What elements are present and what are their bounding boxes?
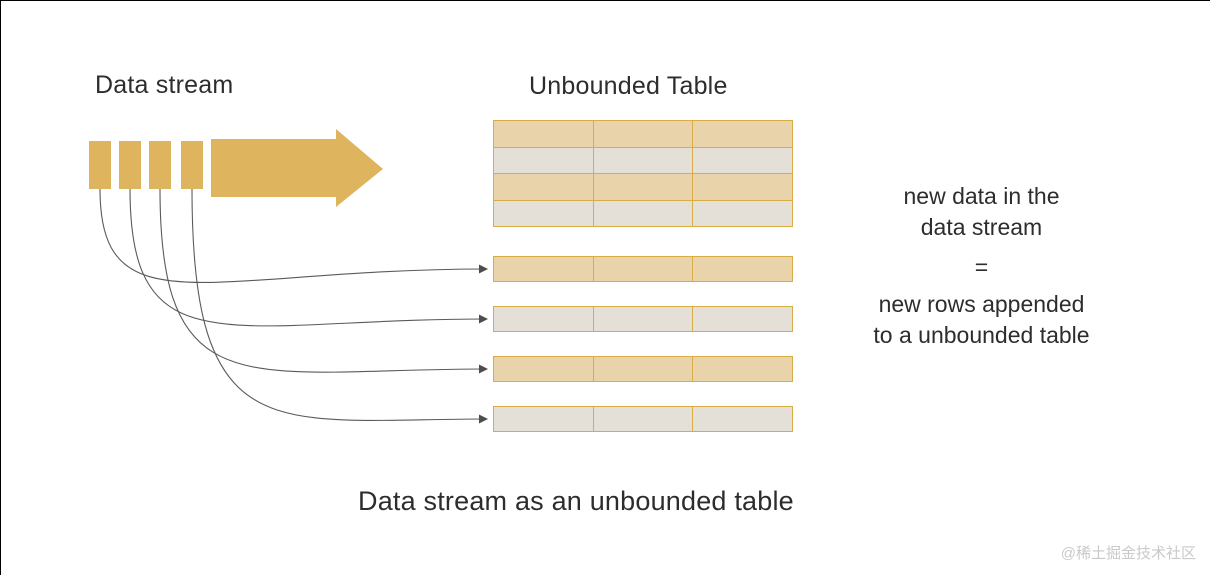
table-cell bbox=[493, 173, 594, 201]
stream-bar-3 bbox=[149, 141, 171, 189]
appended-row-1 bbox=[493, 256, 793, 282]
diagram-caption: Data stream as an unbounded table bbox=[358, 486, 794, 516]
table-cell bbox=[493, 199, 594, 227]
table-cell bbox=[693, 307, 792, 331]
connector-2 bbox=[129, 188, 488, 327]
table-cell bbox=[592, 146, 694, 174]
data-stream-label: Data stream bbox=[95, 71, 234, 99]
table-cell bbox=[494, 307, 594, 331]
equals-sign: = bbox=[974, 254, 989, 280]
appended-row-2 bbox=[493, 306, 793, 332]
stream-bar-1 bbox=[89, 141, 111, 189]
table-cell bbox=[594, 307, 694, 331]
table-row bbox=[493, 120, 793, 148]
table-row bbox=[493, 146, 793, 174]
watermark: @稀土掘金技术社区 bbox=[1060, 545, 1196, 562]
table-cell bbox=[693, 357, 792, 381]
table-cell bbox=[494, 357, 594, 381]
table-cell bbox=[494, 407, 594, 431]
equation-line-2: data stream bbox=[920, 214, 1043, 240]
right-arrow-icon bbox=[211, 129, 383, 207]
table-cell bbox=[594, 357, 694, 381]
equation-text-block: new data in the data stream = new rows a… bbox=[829, 181, 1134, 351]
table-row bbox=[493, 199, 793, 227]
table-cell bbox=[692, 120, 793, 148]
table-cell bbox=[692, 146, 793, 174]
table-cell bbox=[592, 173, 694, 201]
table-row bbox=[493, 173, 793, 201]
table-cell bbox=[692, 173, 793, 201]
stream-bar-4 bbox=[181, 141, 203, 189]
table-cell bbox=[693, 407, 792, 431]
connector-4 bbox=[191, 188, 488, 424]
table-cell bbox=[494, 257, 594, 281]
appended-row-3 bbox=[493, 356, 793, 382]
unbounded-table-grid bbox=[493, 120, 793, 227]
equation-line-1: new data in the bbox=[903, 183, 1060, 209]
table-cell bbox=[592, 199, 694, 227]
appended-row-4 bbox=[493, 406, 793, 432]
equation-line-4: to a unbounded table bbox=[873, 322, 1090, 348]
table-cell bbox=[692, 199, 793, 227]
table-cell bbox=[493, 146, 594, 174]
equation-line-3: new rows appended bbox=[878, 291, 1085, 317]
table-cell bbox=[594, 407, 694, 431]
connector-3 bbox=[159, 188, 488, 374]
table-cell bbox=[493, 120, 594, 148]
table-cell bbox=[594, 257, 694, 281]
stream-bar-2 bbox=[119, 141, 141, 189]
table-cell bbox=[592, 120, 694, 148]
unbounded-table-label: Unbounded Table bbox=[529, 72, 728, 100]
table-cell bbox=[693, 257, 792, 281]
